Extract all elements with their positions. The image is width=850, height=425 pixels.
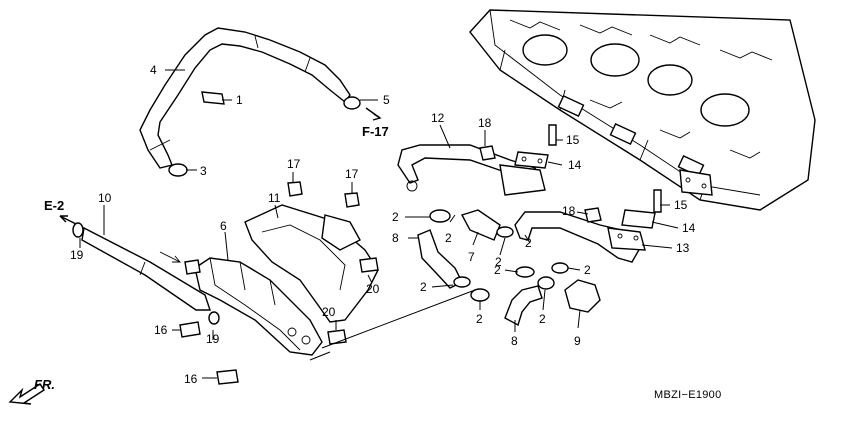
- hose-4: [139, 27, 361, 177]
- callout-14b: 14: [682, 221, 696, 235]
- callout-2e: 2: [584, 263, 591, 277]
- callout-8b: 8: [511, 334, 518, 348]
- callout-2c: 2: [495, 255, 502, 269]
- callout-2g: 2: [420, 280, 427, 294]
- callout-9: 9: [574, 334, 581, 348]
- callout-16b: 16: [184, 372, 198, 386]
- callout-2f: 2: [494, 263, 501, 277]
- front-arrow-icon: [8, 383, 45, 405]
- callout-3: 3: [200, 164, 207, 178]
- callout-16a: 16: [154, 323, 168, 337]
- ref-front-label: FR.: [34, 377, 55, 392]
- callout-20b: 20: [322, 305, 336, 319]
- callout-14a: 14: [568, 158, 582, 172]
- cylinder-head: [469, 9, 816, 211]
- callout-2d: 2: [525, 236, 532, 250]
- callout-18b: 18: [562, 204, 576, 218]
- ref-e2: E-2: [44, 198, 77, 225]
- callout-18a: 18: [478, 116, 492, 130]
- ref-f17-label: F-17: [362, 124, 389, 139]
- hose-7: [429, 209, 501, 241]
- air-injection-valve-6: [159, 251, 323, 356]
- callout-19b: 19: [206, 332, 220, 346]
- hose-9: [496, 226, 601, 313]
- callout-10: 10: [98, 191, 112, 205]
- pipe-12: [397, 124, 557, 196]
- pipe-13: [514, 189, 662, 263]
- callout-17b: 17: [345, 167, 359, 181]
- hose-8-upper: [417, 229, 471, 289]
- callout-2h: 2: [476, 312, 483, 326]
- callout-2i: 2: [539, 312, 546, 326]
- callout-7: 7: [468, 250, 475, 264]
- callout-17a: 17: [287, 157, 301, 171]
- callout-8a: 8: [392, 231, 399, 245]
- callout-12: 12: [431, 111, 445, 125]
- leader-lines: [79, 69, 679, 379]
- ref-f17: F-17: [362, 107, 389, 139]
- callout-6: 6: [220, 219, 227, 233]
- callout-4: 4: [150, 63, 157, 77]
- bolts-16: [179, 321, 239, 385]
- hose-10: [72, 222, 220, 325]
- callout-2a: 2: [392, 210, 399, 224]
- hose-8-lower: [470, 285, 543, 327]
- ref-e2-label: E-2: [44, 198, 64, 213]
- diagram-code: MBZI−E1900: [654, 389, 722, 401]
- callout-11: 11: [268, 191, 281, 205]
- callout-5: 5: [383, 93, 390, 107]
- callout-15a: 15: [566, 133, 580, 147]
- bracket-11: [244, 181, 379, 345]
- callout-1: 1: [236, 93, 243, 107]
- ref-front: FR.: [8, 377, 55, 405]
- callout-2b: 2: [445, 231, 452, 245]
- callout-19a: 19: [70, 248, 84, 262]
- callout-13: 13: [676, 241, 690, 255]
- callout-20a: 20: [366, 282, 380, 296]
- callout-labels: 1 3 4 5 6 10 19 11 17 17 20 20 19 16 16 …: [70, 63, 696, 386]
- callout-15b: 15: [674, 198, 688, 212]
